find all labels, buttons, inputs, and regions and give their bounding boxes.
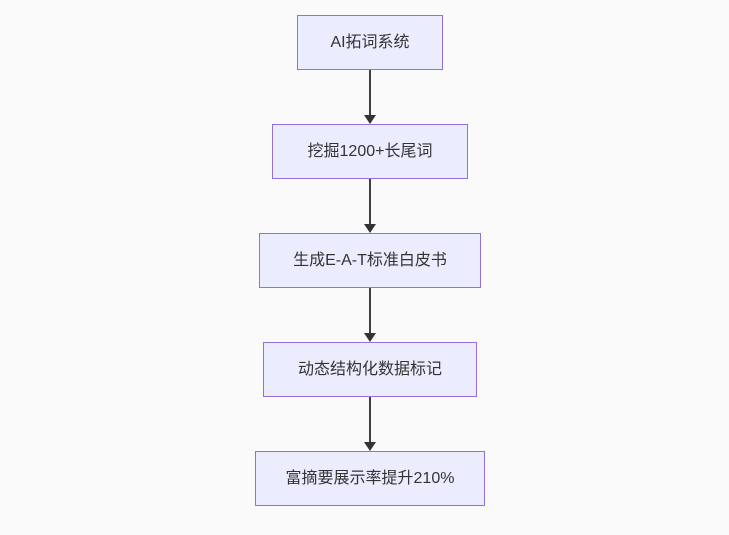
arrow-head-icon <box>364 224 376 233</box>
arrow-head-icon <box>364 115 376 124</box>
flowchart-arrow <box>364 288 376 342</box>
flowchart-node-longtail-words: 挖掘1200+长尾词 <box>272 124 468 179</box>
flowchart-arrow <box>364 179 376 233</box>
flowchart-node-rich-snippet-rate: 富摘要展示率提升210% <box>255 451 485 506</box>
arrow-head-icon <box>364 442 376 451</box>
arrow-line <box>369 288 371 335</box>
flowchart-arrow <box>364 397 376 451</box>
flowchart-node-structured-data: 动态结构化数据标记 <box>263 342 477 397</box>
node-label: 生成E-A-T标准白皮书 <box>293 251 447 269</box>
arrow-head-icon <box>364 333 376 342</box>
arrow-line <box>369 179 371 226</box>
node-label: AI拓词系统 <box>330 33 410 51</box>
node-label: 挖掘1200+长尾词 <box>307 142 433 160</box>
flowchart-node-ai-system: AI拓词系统 <box>297 15 443 70</box>
arrow-line <box>369 70 371 117</box>
flowchart-node-eat-whitepaper: 生成E-A-T标准白皮书 <box>259 233 481 288</box>
flowchart-arrow <box>364 70 376 124</box>
node-label: 富摘要展示率提升210% <box>285 469 455 487</box>
node-label: 动态结构化数据标记 <box>297 360 442 378</box>
arrow-line <box>369 397 371 444</box>
